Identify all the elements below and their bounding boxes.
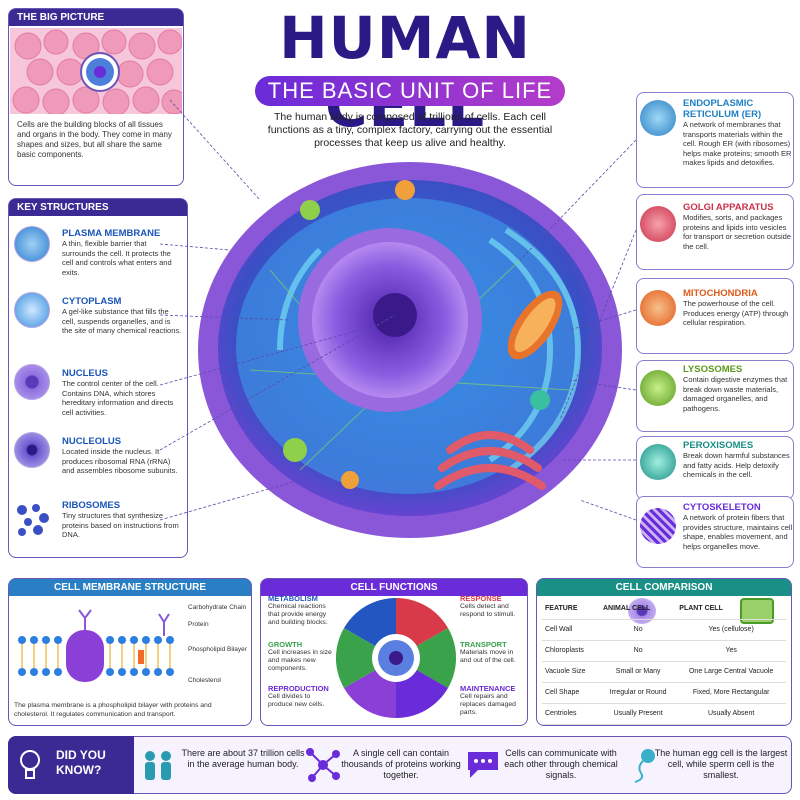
fact-communication: Cells can communicate with each other th… xyxy=(504,748,618,780)
membrane-title: CELL MEMBRANE STRUCTURE xyxy=(9,579,251,596)
table-row: Cell Shape Irregular or Round Fixed, Mor… xyxy=(542,682,786,704)
structure-plasma-membrane: PLASMA MEMBRANE A thin, flexible barrier… xyxy=(62,228,172,277)
golgi-icon xyxy=(640,206,676,242)
page-subtitle: THE BASIC UNIT OF LIFE xyxy=(255,76,565,106)
fact-cell-count: There are about 37 trillion cells in the… xyxy=(181,748,305,769)
membrane-caption: The plasma membrane is a phospholipid bi… xyxy=(14,702,212,718)
lightbulb-icon xyxy=(20,750,40,779)
functions-title: CELL FUNCTIONS xyxy=(261,579,527,596)
membrane-label-protein: Protein xyxy=(188,621,209,628)
big-picture-text: Cells are the building blocks of all tis… xyxy=(17,120,172,159)
table-row: Chloroplasts No Yes xyxy=(542,640,786,662)
mitochondria-icon xyxy=(640,290,676,326)
cell-illustration xyxy=(198,162,622,538)
did-you-know-header xyxy=(8,736,134,794)
comparison-header-row: FEATURE ANIMAL CELL PLANT CELL xyxy=(542,598,786,620)
function-response: RESPONSE Cells detect and respond to sti… xyxy=(460,594,516,618)
table-row: Vacuole Size Small or Many One Large Cen… xyxy=(542,661,786,683)
membrane-label-cholesterol: Cholesterol xyxy=(188,677,221,684)
membrane-panel: CELL MEMBRANE STRUCTURE xyxy=(8,578,252,726)
membrane-illustration xyxy=(18,609,174,682)
organelle-peroxisomes: PEROXISOMES Break down harmful substance… xyxy=(683,440,790,479)
network-icon xyxy=(306,748,340,782)
intro-text: The human body is composed of trillions … xyxy=(267,111,553,149)
lysosomes-icon xyxy=(640,370,676,406)
cytoplasm-icon xyxy=(14,292,50,328)
table-row: Cell Wall No Yes (cellulose) xyxy=(542,619,786,641)
function-growth: GROWTH Cell increases in size and makes … xyxy=(268,640,332,672)
structure-cytoplasm: CYTOPLASM A gel-like substance that fill… xyxy=(62,296,182,335)
comparison-title: CELL COMPARISON xyxy=(537,579,791,596)
organelle-cytoskeleton: CYTOSKELETON A network of protein fibers… xyxy=(683,502,793,551)
membrane-label-carbohydrate: Carbohydrate Chain xyxy=(188,604,247,611)
table-row: Centrioles Usually Present Usually Absen… xyxy=(542,703,786,725)
nucleus-icon xyxy=(14,364,50,400)
membrane-label-phospholipid: Phospholipid Bilayer xyxy=(188,646,247,653)
people-icon xyxy=(145,751,171,780)
sperm-cell-icon xyxy=(634,749,655,783)
did-you-know-panel xyxy=(8,736,792,794)
ribosomes-icon xyxy=(17,504,49,536)
big-picture-title: THE BIG PICTURE xyxy=(9,9,183,26)
chat-bubble-icon xyxy=(468,752,498,778)
plasma-membrane-icon xyxy=(14,226,50,262)
structure-nucleolus: NUCLEOLUS Located inside the nucleus. It… xyxy=(62,436,178,475)
structure-nucleus: NUCLEUS The control center of the cell. … xyxy=(62,368,174,417)
peroxisomes-icon xyxy=(640,444,676,480)
comparison-table: FEATURE ANIMAL CELL PLANT CELL Cell Wall… xyxy=(542,598,786,725)
er-icon xyxy=(640,100,676,136)
big-picture-panel: THE BIG PICTURE Cells are the building b… xyxy=(8,8,184,186)
organelle-golgi: GOLGI APPARATUS Modifies, sorts, and pac… xyxy=(683,202,791,251)
function-maintenance: MAINTENANCE Cell repairs and replaces da… xyxy=(460,684,516,716)
fact-proteins: A single cell can contain thousands of p… xyxy=(341,748,461,780)
cytoskeleton-icon xyxy=(640,508,676,544)
organelle-mitochondria: MITOCHONDRIA The powerhouse of the cell.… xyxy=(683,288,789,327)
nucleolus-icon xyxy=(14,432,50,468)
fact-egg-sperm: The human egg cell is the largest cell, … xyxy=(654,748,788,780)
organelle-er: ENDOPLASMIC RETICULUM (ER) A network of … xyxy=(683,98,792,167)
function-metabolism: METABOLISM Chemical reactions that provi… xyxy=(268,594,328,626)
organelle-lysosomes: LYSOSOMES Contain digestive enzymes that… xyxy=(683,364,788,413)
did-you-know-title: DID YOU KNOW? xyxy=(56,748,106,777)
structure-ribosomes: RIBOSOMES Tiny structures that synthesiz… xyxy=(62,500,179,539)
function-reproduction: REPRODUCTION Cell divides to produce new… xyxy=(268,684,329,708)
tissue-illustration xyxy=(10,28,182,114)
function-transport: TRANSPORT Materials move in and out of t… xyxy=(460,640,516,664)
functions-wheel xyxy=(335,598,457,718)
key-structures-title: KEY STRUCTURES xyxy=(9,199,187,216)
connector-lines xyxy=(159,99,637,521)
